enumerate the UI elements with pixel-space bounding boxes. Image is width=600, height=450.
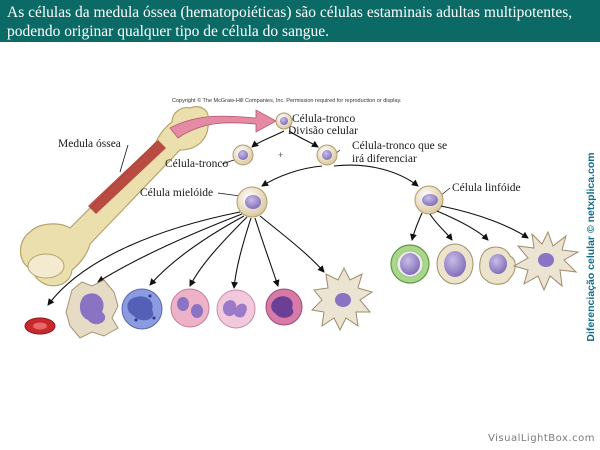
header-line-1: As células da medula óssea (hematopoiéti… [7, 4, 573, 21]
lymphocyte-b [436, 243, 474, 285]
lymphoid-branch-arrows [410, 205, 529, 241]
footer-watermark[interactable]: VisualLightBox.com [488, 433, 595, 444]
label-medula-ossea: Medula óssea [58, 138, 121, 150]
label-celula-tronco-diferenciar-1: Célula-tronco que se [352, 140, 447, 152]
neutrophil [216, 289, 256, 329]
macrophage [310, 266, 374, 332]
label-divisao-celular: Divisão celular [288, 125, 358, 137]
myeloid-branch-arrows [47, 211, 325, 306]
label-celula-tronco-left: Célula-tronco [165, 158, 228, 170]
hematopoiesis-diagram: Copyright © The McGraw-Hill Companies, I… [19, 97, 580, 339]
label-celula-linfoide: Célula linfóide [452, 182, 521, 194]
side-credit-text: Diferenciação celular © netxplica.com [585, 152, 597, 342]
erythrocyte [24, 317, 56, 335]
lymphocyte-green [390, 244, 430, 284]
svg-text:+: + [278, 150, 283, 160]
side-credit: Diferenciação celular © netxplica.com [584, 152, 598, 342]
monocyte-granulocyte [265, 288, 303, 326]
myeloid-cell [236, 186, 268, 218]
label-celula-tronco-diferenciar-2: irá diferenciar [352, 153, 417, 165]
label-celula-tronco-top: Célula-tronco [292, 113, 355, 125]
stem-cell-top [275, 112, 293, 130]
copyright-notice: Copyright © The McGraw-Hill Companies, I… [172, 97, 402, 104]
lymphocyte-t [479, 246, 516, 285]
header-line-2: podendo originar qualquer tipo de célula… [7, 23, 329, 40]
marrow-to-stemcell-arrow [169, 109, 277, 139]
stem-cell-left [232, 144, 254, 166]
basophil [121, 288, 163, 330]
bone-illustration [19, 106, 209, 287]
dendritic-cell [512, 230, 580, 292]
megakaryocyte [65, 279, 119, 339]
eosinophil [170, 288, 210, 328]
label-celula-mieloide: Célula mielóide [140, 187, 213, 199]
stem-cell-differentiating [316, 144, 338, 166]
lymphoid-cell [414, 185, 444, 215]
header-banner: As células da medula óssea (hematopoiéti… [0, 0, 600, 42]
